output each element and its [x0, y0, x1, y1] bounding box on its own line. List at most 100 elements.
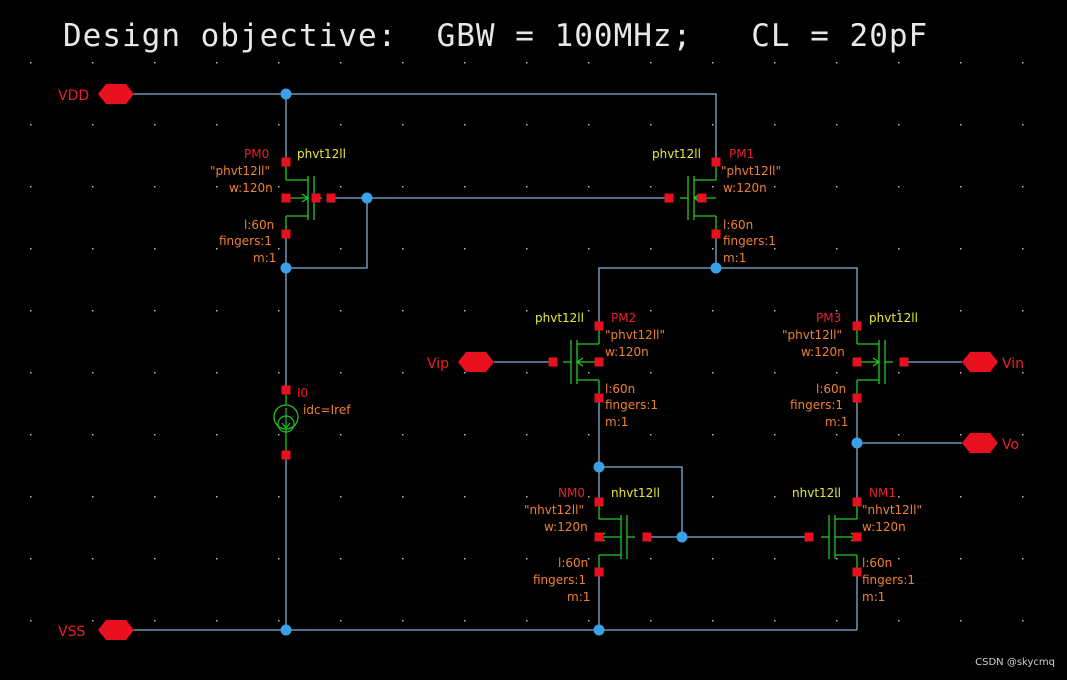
pin-vdd[interactable] [98, 84, 134, 104]
pm1-fingers: fingers:1 [723, 234, 776, 248]
pm2-m: m:1 [605, 415, 628, 429]
i0-param: idc=Iref [303, 403, 351, 417]
pm3-w: w:120n [801, 345, 845, 359]
grid-dots [30, 62, 1024, 622]
pin-label-vss: VSS [58, 624, 85, 640]
pm2-w: w:120n [605, 345, 649, 359]
terminal-marker [281, 385, 291, 395]
pin-vss[interactable] [98, 620, 134, 640]
pin-label-vin: Vin [1002, 356, 1024, 372]
net-node [280, 88, 292, 100]
pin-vin[interactable] [962, 352, 998, 372]
terminal-marker [804, 532, 814, 542]
pm0-cell: phvt12ll [297, 147, 346, 161]
terminal-marker [594, 532, 604, 542]
pm1-w: w:120n [723, 181, 767, 195]
terminal-marker [852, 497, 862, 507]
nm1-model: "nhvt12ll" [862, 503, 922, 517]
net-nodes [280, 88, 863, 636]
transistor-pm3[interactable] [856, 330, 893, 394]
current-source-i0[interactable] [273, 390, 299, 455]
pin-label-vip: Vip [427, 356, 449, 372]
nm1-l: l:60n [862, 556, 892, 570]
transistor-nm1[interactable] [821, 505, 859, 569]
transistor-pm2[interactable] [563, 330, 600, 394]
pm1-l: l:60n [723, 218, 753, 232]
terminal-marker [642, 532, 652, 542]
nm0-m: m:1 [567, 590, 590, 604]
nm1-inst: NM1 [869, 486, 896, 500]
terminal-marker [311, 193, 321, 203]
terminal-marker [852, 321, 862, 331]
net-node [676, 531, 688, 543]
pm2-model: "phvt12ll" [605, 328, 665, 342]
pm0-w: w:120n [229, 181, 273, 195]
terminal-marker [594, 357, 604, 367]
terminal-marker [326, 193, 336, 203]
pm3-fingers: fingers:1 [790, 398, 843, 412]
terminal-marker [697, 193, 707, 203]
pm3-l: l:60n [816, 382, 846, 396]
terminal-marker [281, 229, 291, 239]
terminal-marker [548, 357, 558, 367]
terminal-marker [852, 532, 862, 542]
pins [98, 84, 998, 640]
nm1-cell: nhvt12ll [792, 486, 841, 500]
terminal-marker [664, 193, 674, 203]
pm3-cell: phvt12ll [869, 311, 918, 325]
net-node [280, 624, 292, 636]
pm3-model: "phvt12ll" [782, 328, 842, 342]
terminal-marker [852, 357, 862, 367]
i0-inst: I0 [297, 386, 308, 400]
pm0-l: l:60n [244, 218, 274, 232]
net-node [280, 262, 292, 274]
pm1-inst: PM1 [729, 147, 754, 161]
pin-label-vdd: VDD [58, 88, 89, 104]
pm0-m: m:1 [253, 251, 276, 265]
pin-vo[interactable] [962, 433, 998, 453]
terminal-marker [281, 450, 291, 460]
net-node [593, 624, 605, 636]
nm1-fingers: fingers:1 [862, 573, 915, 587]
net-node [710, 262, 722, 274]
pm2-inst: PM2 [611, 311, 636, 325]
pm0-model: "phvt12ll" [210, 164, 270, 178]
transistor-nm0[interactable] [597, 505, 635, 569]
pm0-fingers: fingers:1 [219, 234, 272, 248]
pin-vip[interactable] [458, 352, 494, 372]
pm2-fingers: fingers:1 [605, 398, 658, 412]
terminal-marker [852, 393, 862, 403]
nm1-w: w:120n [862, 520, 906, 534]
terminal-marker [711, 229, 721, 239]
terminal-marker [899, 357, 909, 367]
pm1-cell: phvt12ll [652, 147, 701, 161]
terminal-marker [711, 157, 721, 167]
terminal-marker [594, 497, 604, 507]
net-node [593, 461, 605, 473]
terminal-marker [594, 393, 604, 403]
pm1-m: m:1 [723, 251, 746, 265]
watermark: CSDN @skycmq [975, 657, 1055, 668]
pm2-cell: phvt12ll [535, 311, 584, 325]
nm0-w: w:120n [544, 520, 588, 534]
pm3-m: m:1 [825, 415, 848, 429]
nm0-model: "nhvt12ll" [524, 503, 584, 517]
pm2-l: l:60n [605, 382, 635, 396]
net-node [361, 192, 373, 204]
terminal-marker [594, 321, 604, 331]
nm1-m: m:1 [862, 590, 885, 604]
nm0-inst: NM0 [558, 486, 585, 500]
nm0-l: l:60n [558, 556, 588, 570]
nm0-cell: nhvt12ll [611, 486, 660, 500]
labels: VDD VSS Vip Vin Vo PM0 phvt12ll "phvt12l… [58, 88, 1024, 640]
wires [130, 93, 962, 631]
net-node [851, 437, 863, 449]
nm0-fingers: fingers:1 [533, 573, 586, 587]
pm0-inst: PM0 [244, 147, 269, 161]
terminal-marker [594, 567, 604, 577]
pm3-inst: PM3 [816, 311, 841, 325]
terminal-marker [281, 157, 291, 167]
devices [285, 166, 893, 569]
pin-label-vo: Vo [1002, 437, 1019, 453]
